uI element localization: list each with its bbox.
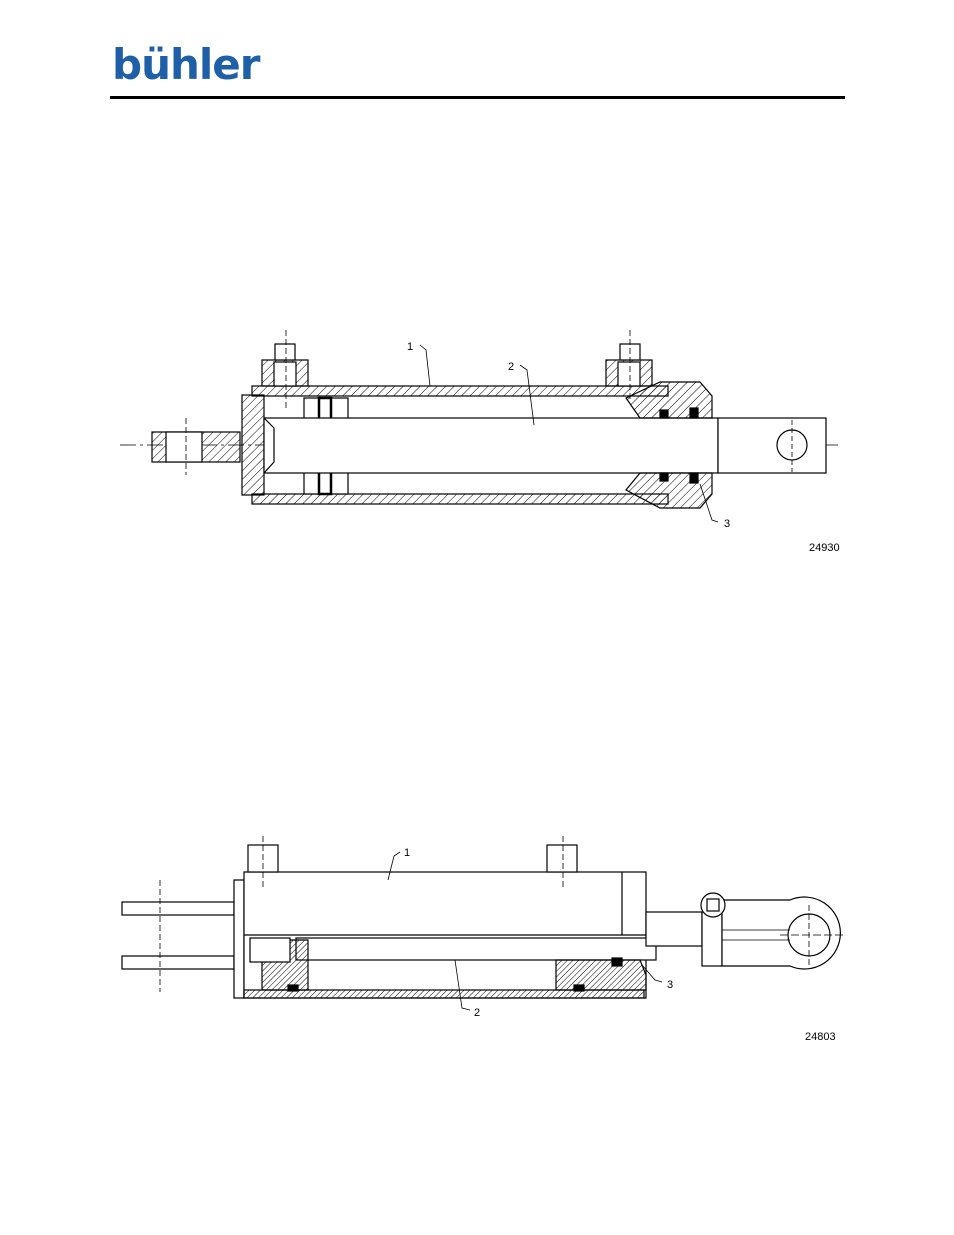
drawing-number-bottom: 24803 [805,1031,836,1043]
cylinder-section-top [120,330,840,522]
callout-3-bottom: 3 [667,979,673,991]
callout-3-top: 3 [724,518,730,530]
callout-2-top: 2 [508,361,514,373]
callout-1-top: 1 [407,341,413,353]
callout-1-bottom: 1 [404,847,410,859]
callout-2-bottom: 2 [474,1007,480,1019]
cylinder-section-bottom [122,836,845,1010]
drawing-number-top: 24930 [809,542,840,554]
